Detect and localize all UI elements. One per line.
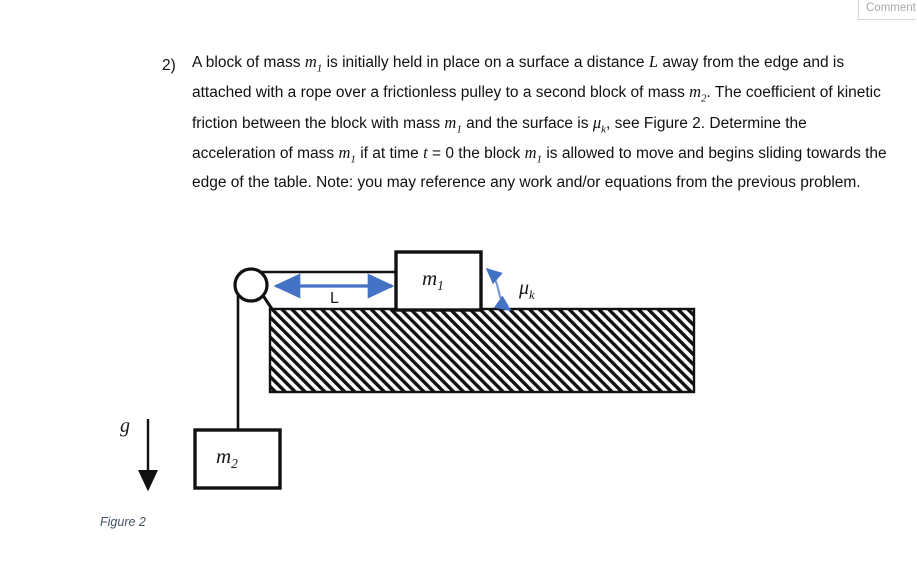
block-m1-label-base: m [422,266,438,290]
block-m2-label-base: m [216,444,232,468]
pulley-support-strut [256,287,274,310]
block-m1-label-sub: 1 [437,278,444,294]
question-text: A block of mass m1 is initially held in … [192,50,888,195]
figure-caption: Figure 2 [100,515,146,529]
math-variable: t [423,142,428,162]
math-variable-subscript: 2 [701,92,707,105]
comment-box[interactable]: Comment [858,0,916,20]
block-m2-label-sub: 2 [231,456,238,472]
math-variable: m1 [304,52,323,75]
math-variable-subscript: 1 [350,153,356,166]
math-variable: μk [592,112,606,135]
question-number: 2) [162,57,176,74]
friction-label-sub: k [529,288,535,302]
math-variable-subscript: 1 [456,122,462,135]
gravity-label: g [120,415,130,437]
friction-coefficient-label: μk [519,277,535,303]
table-hatched-body [268,307,696,394]
math-variable-subscript: 1 [316,62,323,75]
friction-curved-arrow [485,267,512,312]
math-variable: m2 [689,82,707,105]
block-m1-label: m1 [422,266,444,294]
math-variable-subscript: 1 [536,153,543,166]
math-variable: L [648,52,659,71]
comment-placeholder-label: Comment [866,2,916,14]
question-block: 2) A block of mass m1 is initially held … [162,50,888,195]
math-variable: m1 [524,142,543,166]
block-m2-label: m2 [216,444,238,472]
math-variable-subscript: k [601,122,606,135]
math-variable: m1 [338,142,356,166]
question-paragraph: A block of mass m1 is initially held in … [192,52,887,192]
math-variable: m1 [444,112,462,135]
friction-label-base: μ [519,277,530,299]
distance-label: L [330,290,339,307]
table-surface [268,307,696,394]
pulley-wheel [233,267,269,303]
